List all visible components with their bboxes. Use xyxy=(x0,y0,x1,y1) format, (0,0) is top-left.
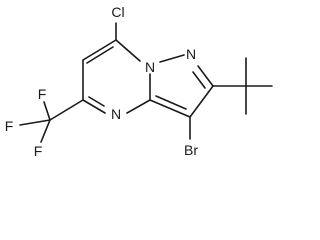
fluorine-left-label: F xyxy=(5,118,14,134)
molecule-diagram: Cl N N N Br F F F xyxy=(5,4,273,159)
structure-canvas: Cl N N N Br F F F xyxy=(5,4,273,159)
fluorine-top-label: F xyxy=(38,86,47,102)
bond-n4-c3a xyxy=(126,99,151,114)
nitrogen-bridge-label: N xyxy=(145,59,155,75)
bond-n8-n1 xyxy=(159,54,185,63)
bond-c3-c3a-double xyxy=(155,95,187,110)
bond-c2-c3 xyxy=(189,85,214,118)
bond-n1-c2 xyxy=(197,65,214,87)
nitrogen-top-label: N xyxy=(186,46,196,62)
chlorine-label: Cl xyxy=(111,4,124,20)
bond-cf3-f-top xyxy=(43,101,51,121)
nitrogen-bottom-label: N xyxy=(111,106,121,122)
bond-c5-n4-double xyxy=(88,96,105,107)
bond-c5-cf3 xyxy=(49,99,84,121)
bond-n1-c2-double xyxy=(192,71,206,89)
bond-c7-c6-double xyxy=(86,46,114,64)
bond-n8-c7 xyxy=(115,39,141,62)
bond-c5-n4 xyxy=(82,99,106,114)
fluorine-bottom-label: F xyxy=(34,143,43,159)
bond-cf3-f-left xyxy=(19,119,51,126)
bond-c7-c6 xyxy=(82,39,117,61)
bond-c3-c3a xyxy=(149,99,191,118)
bromine-label: Br xyxy=(184,142,198,158)
bond-cf3-f-bottom xyxy=(40,119,51,143)
